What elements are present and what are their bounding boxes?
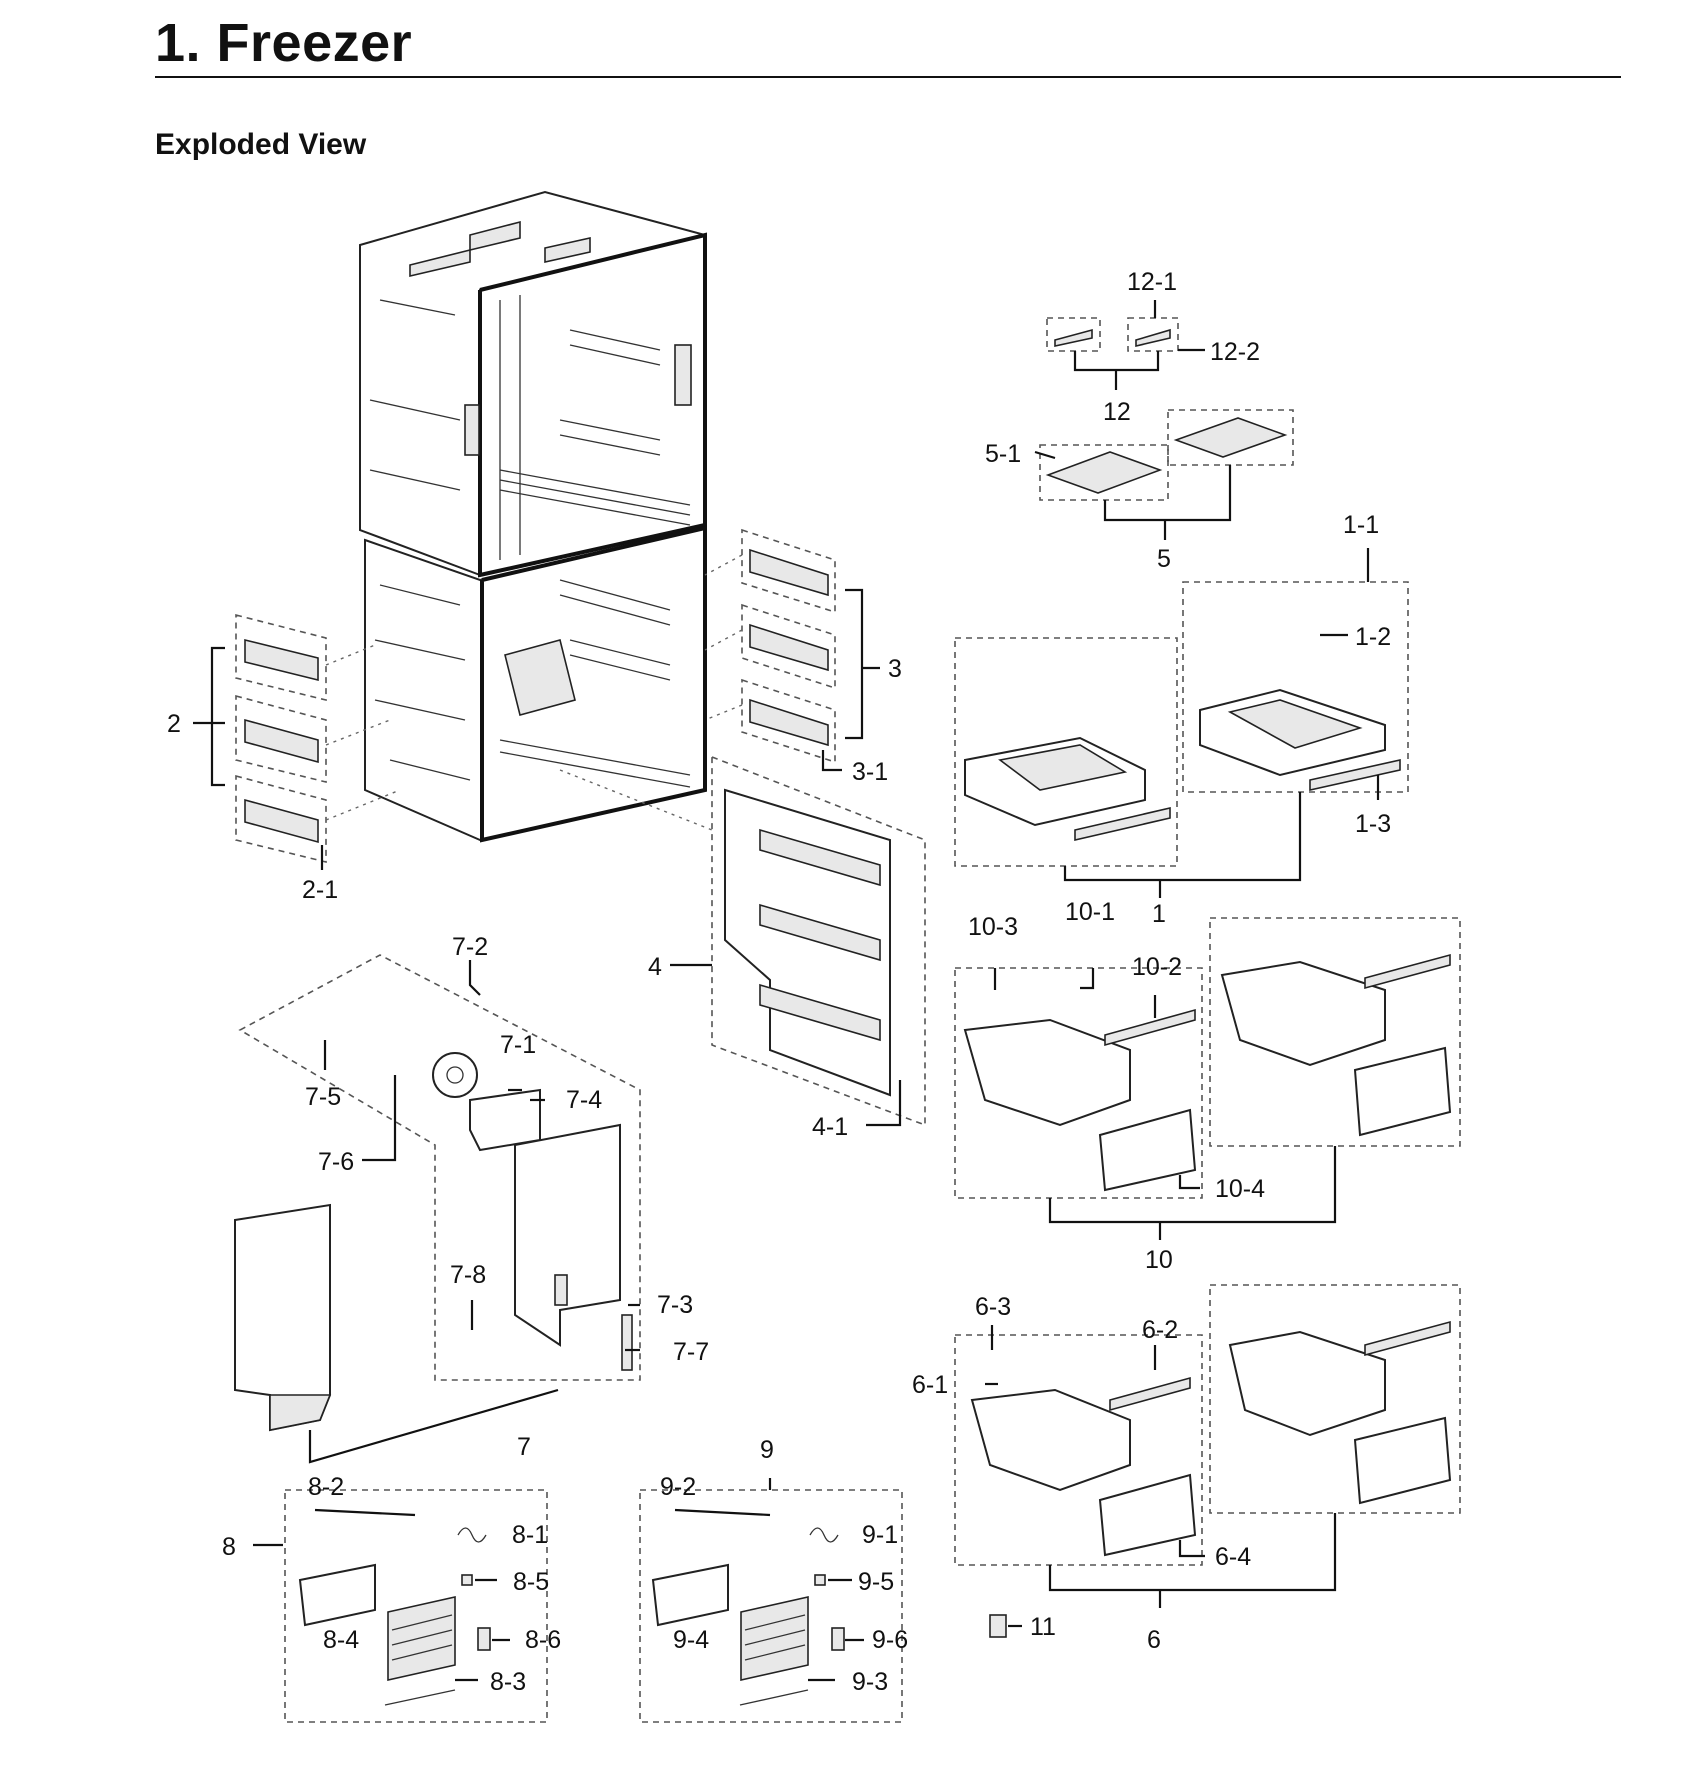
label-11: 11 <box>1030 1613 1056 1641</box>
label-1-2: 1-2 <box>1355 623 1391 651</box>
label-1-3: 1-3 <box>1355 810 1391 838</box>
label-7-7: 7-7 <box>673 1338 709 1366</box>
page-title: 1. Freezer <box>155 13 413 73</box>
label-8-5: 8-5 <box>513 1568 549 1596</box>
label-8: 8 <box>222 1533 236 1561</box>
label-9-1: 9-1 <box>862 1521 898 1549</box>
label-4: 4 <box>648 953 662 981</box>
label-7-4: 7-4 <box>566 1086 602 1114</box>
label-9-5: 9-5 <box>858 1568 894 1596</box>
label-1-1: 1-1 <box>1343 511 1379 539</box>
label-7-3: 7-3 <box>657 1291 693 1319</box>
label-7-8: 7-8 <box>450 1261 486 1289</box>
label-2: 2 <box>167 710 181 738</box>
middle-drawer-group <box>954 917 1461 1240</box>
section-subtitle: Exploded View <box>155 128 367 161</box>
label-9-4: 9-4 <box>673 1626 709 1654</box>
label-4-1: 4-1 <box>812 1113 848 1141</box>
label-6-2: 6-2 <box>1142 1316 1178 1344</box>
evaporator-assembly-9 <box>639 1478 903 1723</box>
evaporator-cover-assembly <box>234 954 641 1464</box>
label-9: 9 <box>760 1436 774 1464</box>
label-8-1: 8-1 <box>512 1521 548 1549</box>
label-7-5: 7-5 <box>305 1083 341 1111</box>
label-12-2: 12-2 <box>1210 338 1260 366</box>
label-6: 6 <box>1147 1626 1161 1654</box>
label-10-2: 10-2 <box>1132 953 1182 981</box>
title-rule <box>155 76 1621 78</box>
label-3: 3 <box>888 655 902 683</box>
freezer-cabinet <box>359 190 707 843</box>
label-1: 1 <box>1152 900 1166 928</box>
label-10-4: 10-4 <box>1215 1175 1265 1203</box>
label-6-4: 6-4 <box>1215 1543 1251 1571</box>
label-8-4: 8-4 <box>323 1626 359 1654</box>
callout-labels: 12-1 12-2 12 5-1 5 1-1 1-2 1-3 1 2 2-1 3… <box>167 268 1391 1696</box>
label-10-1: 10-1 <box>1065 898 1115 926</box>
label-9-6: 9-6 <box>872 1626 908 1654</box>
label-8-2: 8-2 <box>308 1473 344 1501</box>
label-10: 10 <box>1145 1246 1173 1274</box>
label-5-1: 5-1 <box>985 440 1021 468</box>
label-7-2: 7-2 <box>452 933 488 961</box>
lower-drawer-group <box>954 1284 1461 1608</box>
label-7-6: 7-6 <box>318 1148 354 1176</box>
label-12: 12 <box>1103 398 1131 426</box>
label-9-3: 9-3 <box>852 1668 888 1696</box>
right-rail-group <box>704 528 880 772</box>
small-drawer-group <box>954 548 1409 898</box>
label-10-3: 10-3 <box>968 913 1018 941</box>
upper-right-parts <box>1034 300 1294 540</box>
label-7-1: 7-1 <box>500 1031 536 1059</box>
part-11-clip <box>989 1614 1022 1638</box>
label-3-1: 3-1 <box>852 758 888 786</box>
label-8-3: 8-3 <box>490 1668 526 1696</box>
label-7: 7 <box>517 1433 531 1461</box>
back-panel <box>559 755 926 1127</box>
evaporator-assembly-8 <box>253 1489 548 1723</box>
label-9-2: 9-2 <box>660 1473 696 1501</box>
left-rail-group <box>193 613 401 870</box>
label-12-1: 12-1 <box>1127 268 1177 296</box>
label-5: 5 <box>1157 545 1171 573</box>
label-2-1: 2-1 <box>302 876 338 904</box>
label-6-1: 6-1 <box>912 1371 948 1399</box>
label-8-6: 8-6 <box>525 1626 561 1654</box>
label-6-3: 6-3 <box>975 1293 1011 1321</box>
